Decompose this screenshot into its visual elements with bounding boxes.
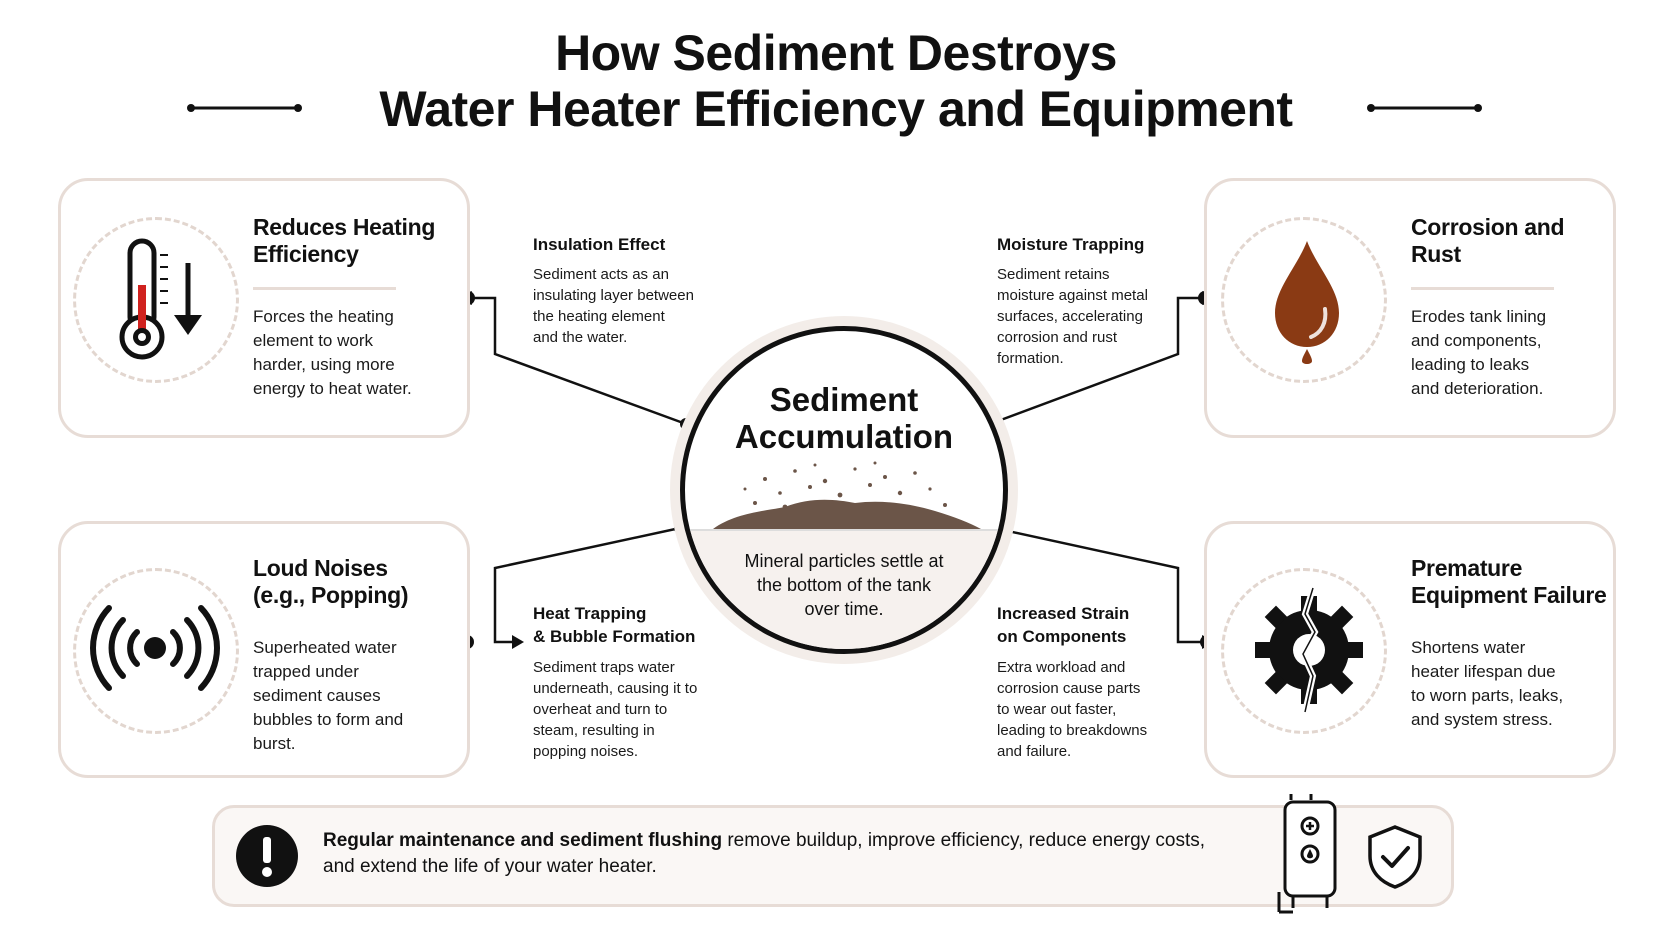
- card-title: Reduces Heating Efficiency: [253, 214, 436, 267]
- effect-insulation-description: Sediment acts as an insulating layer bet…: [533, 266, 694, 346]
- page-title-line1: How Sediment Destroys: [555, 25, 1117, 81]
- tank-bottom-line: [685, 529, 1003, 531]
- effect-heat-trapping-title: Heat Trapping & Bubble Formation: [533, 604, 696, 646]
- card-divider: [253, 287, 396, 290]
- connector-strain: [993, 526, 1205, 644]
- card-description: Shortens water heater lifespan due to wo…: [1411, 638, 1564, 729]
- card-description: Forces the heating element to work harde…: [253, 307, 412, 398]
- banner-bold: Regular maintenance and sediment flushin…: [323, 830, 723, 851]
- effect-moisture-title: Moisture Trapping: [997, 235, 1145, 254]
- connector-heat-trapping: [493, 526, 681, 644]
- banner-text: Regular maintenance and sediment flushin…: [323, 828, 1223, 880]
- water-drop-icon: [1275, 241, 1339, 364]
- card-heating-efficiency: Reduces Heating Efficiency Forces the he…: [58, 178, 470, 438]
- banner-line2: and extend the life of your water heater…: [323, 856, 657, 877]
- sediment-pile-illustration: [713, 461, 981, 529]
- effect-moisture-description: Sediment retains moisture against metal …: [997, 266, 1148, 367]
- maintenance-banner: Regular maintenance and sediment flushin…: [212, 794, 1454, 914]
- sediment-accumulation-hub: Sediment Accumulation Mineral particles …: [680, 326, 1008, 654]
- card-corrosion-rust: Corrosion and Rust Erodes tank lining an…: [1204, 178, 1616, 438]
- effect-insulation-title: Insulation Effect: [533, 235, 666, 254]
- card-equipment-failure: Premature Equipment Failure Shortens wat…: [1204, 521, 1616, 778]
- sound-waves-icon: [90, 605, 220, 691]
- icon-ring: [1221, 217, 1387, 383]
- banner-rest: remove buildup, improve efficiency, redu…: [722, 830, 1206, 851]
- card-loud-noises: Loud Noises (e.g., Popping) Superheated …: [58, 521, 470, 778]
- thermometer-down-icon: [119, 238, 202, 360]
- effect-strain-description: Extra workload and corrosion cause parts…: [997, 659, 1148, 760]
- broken-gear-icon: [1255, 587, 1363, 713]
- card-description: Superheated water trapped under sediment…: [253, 638, 404, 753]
- exclamation-icon: [236, 825, 298, 887]
- title-right-rule: [1367, 104, 1482, 112]
- card-divider: [1411, 287, 1554, 290]
- card-title: Corrosion and Rust: [1411, 214, 1565, 267]
- water-heater-icon: [1277, 794, 1337, 914]
- center-description: Mineral particles settle at the bottom o…: [744, 551, 944, 619]
- connector-moisture: [989, 296, 1205, 426]
- card-description: Erodes tank lining and components, leadi…: [1411, 307, 1547, 398]
- center-lower-band: [685, 531, 1003, 649]
- page-title-line2: Water Heater Efficiency and Equipment: [379, 81, 1293, 137]
- shield-check-icon: [1368, 825, 1422, 889]
- effect-strain-title: Increased Strain on Components: [997, 604, 1130, 646]
- card-title: Loud Noises (e.g., Popping): [253, 555, 409, 608]
- icon-ring: [73, 568, 239, 734]
- center-title: Sediment Accumulation: [734, 381, 954, 455]
- card-title: Premature Equipment Failure: [1411, 555, 1607, 608]
- effect-heat-trapping-description: Sediment traps water underneath, causing…: [533, 659, 698, 760]
- icon-ring: [1221, 568, 1387, 734]
- connector-insulation: [470, 296, 687, 426]
- title-left-rule: [187, 104, 302, 112]
- icon-ring: [73, 217, 239, 383]
